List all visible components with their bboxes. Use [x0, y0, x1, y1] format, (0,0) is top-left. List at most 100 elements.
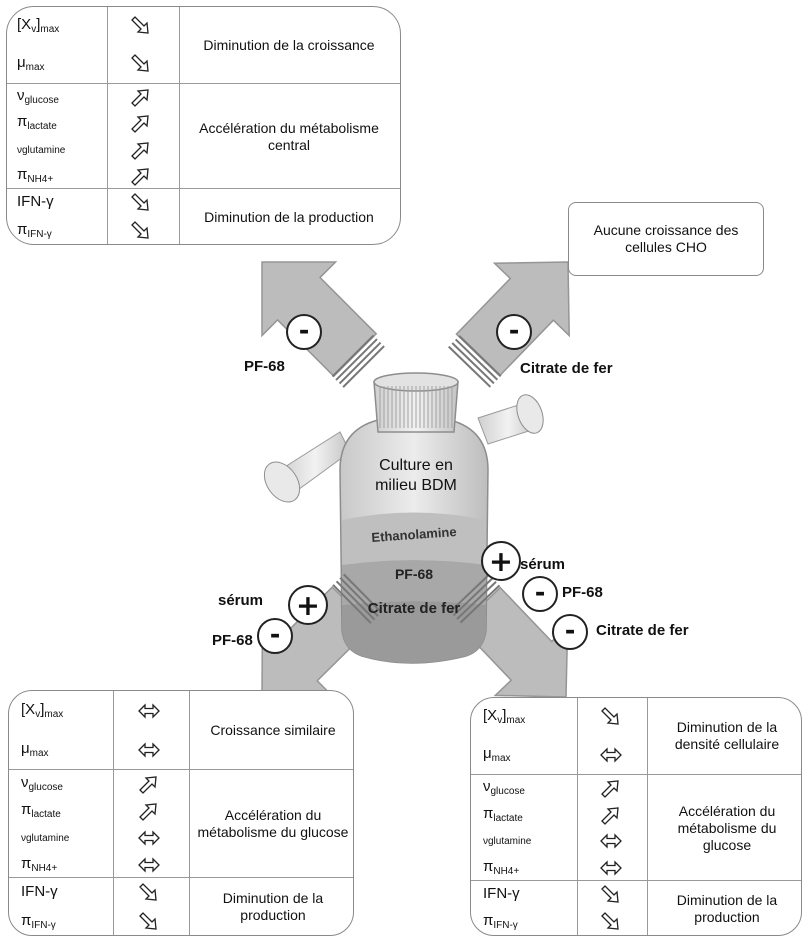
- parameter-symbol: μ: [483, 745, 492, 762]
- parameter-label: νglutamine: [483, 831, 531, 851]
- parameter-symbol: [X: [21, 700, 36, 718]
- parameter-symbol: ν: [483, 778, 491, 796]
- parameter-label: πIFN-γ: [483, 912, 518, 932]
- decrease-arrow-icon: [137, 910, 161, 934]
- minus-sign-top-right: -: [496, 314, 532, 350]
- label-serum-bottom-right: sérum: [520, 556, 566, 573]
- parameter-subscript: IFN-γ: [31, 919, 56, 931]
- increase-arrow-icon: [599, 803, 623, 827]
- neck-rings-top-right: [448, 335, 502, 388]
- band-citrate: Citrate de fer: [367, 600, 461, 617]
- decrease-arrow-icon: [599, 705, 623, 729]
- parameter-subscript: NH4+: [493, 865, 520, 877]
- parameter-subscript: max: [25, 62, 45, 73]
- parameter-subscript: lactate: [493, 812, 523, 824]
- parameter-symbol: π: [483, 804, 494, 822]
- band-pf68: PF-68: [394, 566, 434, 582]
- decrease-arrow-icon: [129, 191, 153, 215]
- unchanged-arrow-icon: [137, 699, 161, 723]
- parameter-subscript: v: [31, 24, 37, 35]
- parameter-symbol: IFN-γ: [17, 193, 54, 210]
- unchanged-arrow-icon: [137, 738, 161, 762]
- bottle-side-neck-right: [477, 394, 544, 445]
- parameter-label: πlactate: [483, 805, 523, 825]
- increase-arrow-icon: [129, 138, 153, 162]
- label-pf68-bottom-right: PF-68: [562, 584, 603, 601]
- parameter-label: μmax: [21, 740, 49, 760]
- increase-arrow-icon: [137, 772, 161, 796]
- parameter-label: [Xv]max: [483, 707, 525, 727]
- decrease-arrow-icon: [599, 910, 623, 934]
- neck-rings-bottom-right: [449, 573, 501, 624]
- unchanged-arrow-icon: [137, 826, 161, 850]
- bottle-label: Culture en milieu BDM: [354, 456, 478, 496]
- parameter-symbol: [X: [483, 707, 498, 724]
- increase-arrow-icon: [599, 776, 623, 800]
- parameter-label: πNH4+: [21, 855, 57, 875]
- label-citrate-bottom-right: Citrate de fer: [596, 622, 689, 639]
- parameter-subscript: glucose: [24, 95, 59, 107]
- effect-description: Diminution de la production: [676, 891, 778, 925]
- parameter-subscript: νglutamine: [21, 832, 70, 844]
- parameter-label: πlactate: [17, 113, 57, 133]
- parameter-label: νglucose: [21, 774, 63, 794]
- label-pf68-bottom-left: PF-68: [212, 632, 253, 649]
- parameter-subscript: v: [497, 715, 503, 726]
- label-citrate-top-right: Citrate de fer: [520, 360, 613, 377]
- minus-sign-bottom-right-citrate: -: [552, 614, 588, 650]
- parameter-symbol: π: [483, 857, 494, 875]
- column-divider: [577, 698, 578, 935]
- minus-sign-bottom-right-pf68: -: [522, 576, 558, 612]
- parameter-symbol: π: [17, 113, 28, 131]
- neck-rings-top-left: [331, 334, 385, 388]
- parameter-label: [Xv]max: [17, 16, 59, 36]
- effect-description: Diminution de la croissance: [203, 36, 375, 53]
- decrease-arrow-icon: [129, 52, 153, 76]
- parameter-bracket: ]: [36, 16, 41, 33]
- parameter-subscript: glucose: [490, 786, 525, 798]
- parameter-label: νglucose: [17, 87, 59, 107]
- effect-description: Diminution de la production: [222, 890, 324, 923]
- parameter-label: πlactate: [21, 801, 61, 821]
- parameter-symbol: π: [17, 221, 28, 238]
- parameter-subscript: IFN-γ: [493, 920, 518, 932]
- plus-sign-bottom-right: +: [481, 541, 521, 581]
- parameter-symbol: μ: [17, 54, 26, 71]
- column-divider: [179, 7, 180, 244]
- column-divider: [647, 698, 648, 935]
- parameter-label: μmax: [483, 745, 511, 765]
- parameter-label: μmax: [17, 54, 45, 74]
- parameter-subscript-2: max: [506, 715, 526, 726]
- unchanged-arrow-icon: [137, 853, 161, 877]
- culture-bottle: [339, 372, 489, 664]
- parameter-subscript: NH4+: [31, 862, 58, 874]
- parameter-label: IFN-γ: [483, 885, 520, 903]
- increase-arrow-icon: [129, 85, 153, 109]
- parameter-symbol: [X: [17, 16, 32, 33]
- parameter-subscript: max: [491, 753, 511, 764]
- parameter-label: πIFN-γ: [17, 221, 52, 241]
- parameter-subscript: IFN-γ: [27, 229, 52, 240]
- increase-arrow-icon: [129, 164, 153, 188]
- parameter-subscript: max: [29, 747, 49, 759]
- decrease-arrow-icon: [137, 881, 161, 905]
- label-serum-bottom-left: sérum: [218, 592, 264, 609]
- parameter-label: πNH4+: [483, 858, 519, 878]
- parameter-subscript: glucose: [28, 781, 63, 793]
- column-divider: [107, 7, 108, 244]
- arrow-to-top-left: [261, 261, 378, 378]
- parameter-subscript: NH4+: [27, 173, 54, 185]
- parameter-bracket: ]: [40, 700, 45, 718]
- minus-sign-top-left: -: [286, 314, 322, 350]
- parameter-subscript: νglutamine: [17, 144, 66, 156]
